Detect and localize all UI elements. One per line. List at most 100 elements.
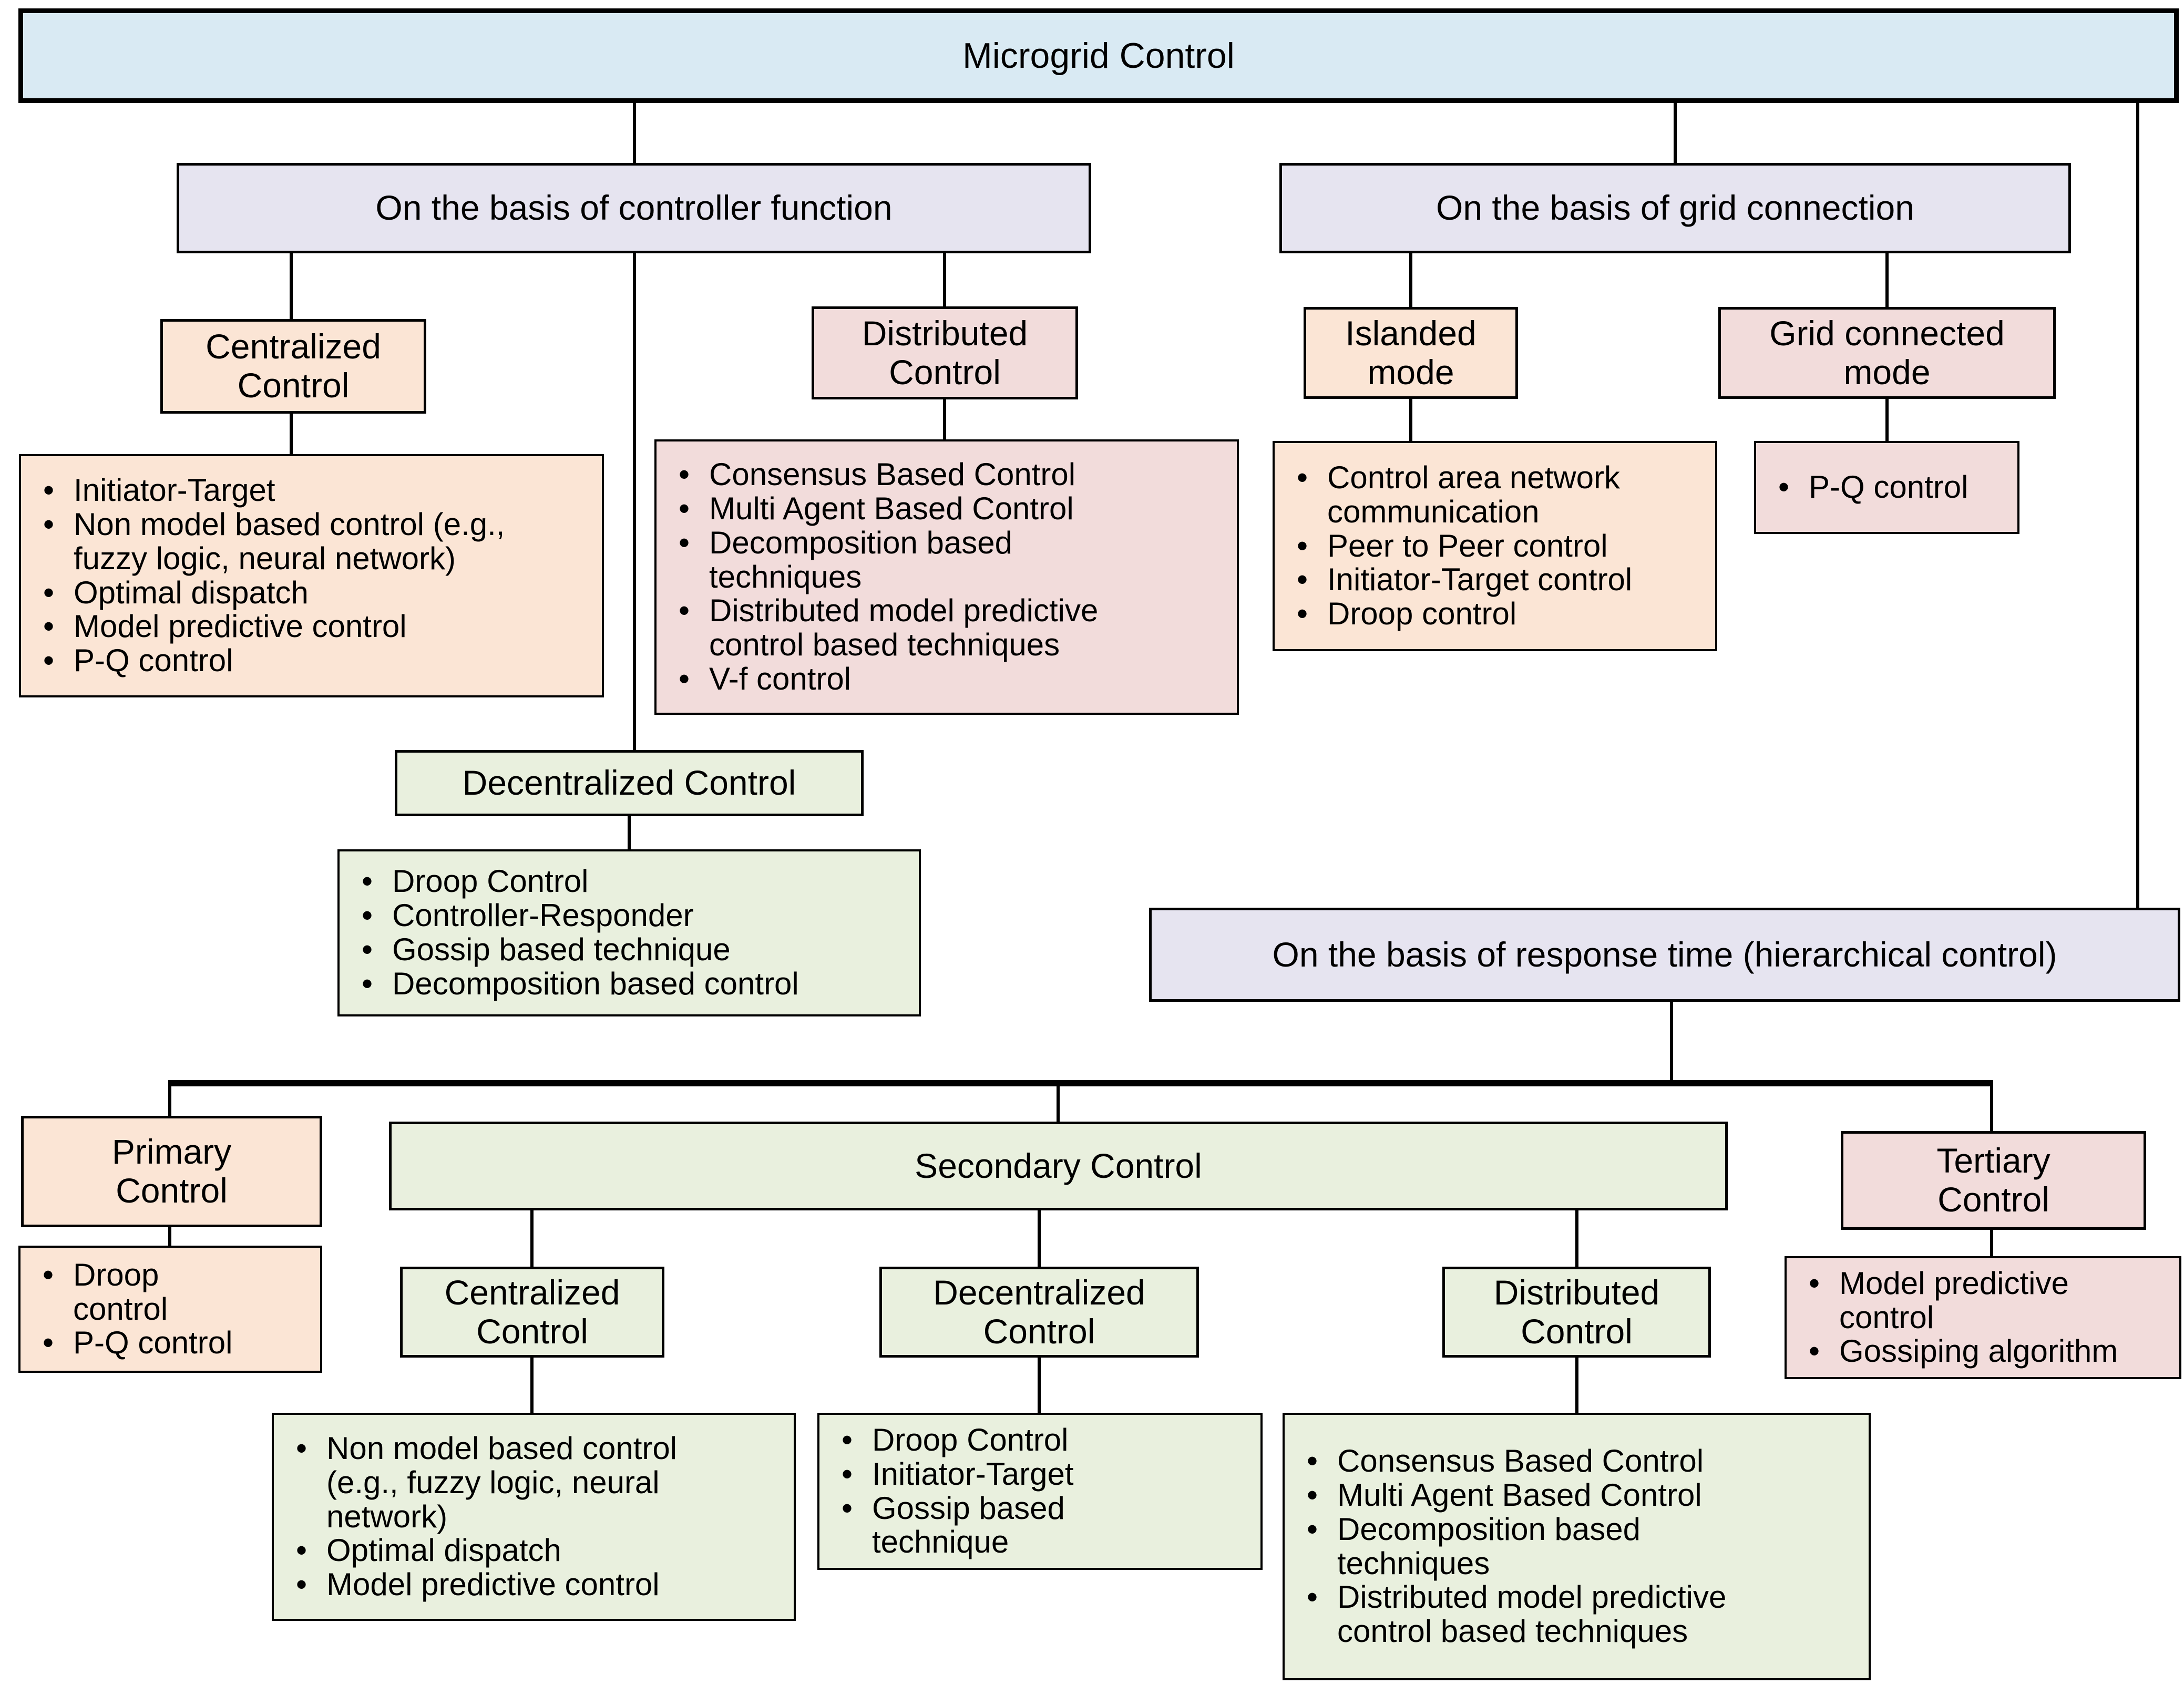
connector-line xyxy=(1885,399,1889,441)
list-secondary-distributed-methods: Consensus Based Control Multi Agent Base… xyxy=(1283,1413,1871,1680)
bullet-list: Droop Control Controller-Responder Gossi… xyxy=(340,861,919,1004)
branch-title: On the basis of controller function xyxy=(375,188,893,228)
list-item: Droop control xyxy=(1285,597,1705,631)
branch-grid-connection: On the basis of grid connection xyxy=(1279,163,2071,253)
bullet-list: Consensus Based Control Multi Agent Base… xyxy=(1285,1441,1869,1652)
node-title: Decentralized Control xyxy=(933,1272,1145,1351)
node-title: Centralized Control xyxy=(206,327,381,405)
connector-line xyxy=(1990,1230,1993,1256)
branch-title: On the basis of response time (hierarchi… xyxy=(1272,934,2057,974)
node-distributed-control: Distributed Control xyxy=(812,306,1078,399)
connector-line xyxy=(1409,253,1412,307)
list-item: P-Q control xyxy=(32,643,591,678)
list-primary-control-methods: Droop control P-Q control xyxy=(18,1246,322,1373)
node-title: Secondary Control xyxy=(915,1146,1202,1185)
node-grid-connected-mode: Grid connected mode xyxy=(1718,307,2056,399)
list-item: Decomposition based control xyxy=(350,967,908,1001)
bullet-list: Control area network communication Peer … xyxy=(1275,458,1715,634)
list-item: Droop Control xyxy=(350,865,908,899)
bullet-list: Droop control P-Q control xyxy=(20,1255,320,1363)
bullet-list: Model predictive control Gossiping algor… xyxy=(1787,1263,2179,1372)
list-item: Optimal dispatch xyxy=(284,1534,783,1568)
bullet-list: Initiator-Target Non model based control… xyxy=(21,470,602,681)
connector-line xyxy=(628,816,631,849)
list-item: Initiator-Target xyxy=(32,473,591,508)
connector-line xyxy=(530,1358,534,1413)
list-tertiary-control-methods: Model predictive control Gossiping algor… xyxy=(1785,1256,2181,1379)
list-secondary-centralized-methods: Non model based control (e.g., fuzzy log… xyxy=(272,1413,796,1621)
connector-line xyxy=(1057,1080,1060,1122)
list-item: Distributed model predictive control bas… xyxy=(1295,1580,1858,1649)
list-item: Optimal dispatch xyxy=(32,576,591,610)
node-title: Distributed Control xyxy=(1493,1272,1660,1351)
connector-line xyxy=(1575,1358,1578,1413)
connector-line xyxy=(633,253,636,750)
list-grid-connected-mode-methods: P-Q control xyxy=(1754,441,2019,534)
bullet-list: Consensus Based Control Multi Agent Base… xyxy=(657,455,1237,700)
node-islanded-mode: Islanded mode xyxy=(1304,307,1518,399)
list-item: Consensus Based Control xyxy=(667,457,1226,492)
list-item: Control area network communication xyxy=(1285,460,1705,529)
node-title: Centralized Control xyxy=(444,1272,620,1351)
list-item: Decomposition based techniques xyxy=(667,526,1226,594)
node-primary-control: Primary Control xyxy=(21,1116,322,1227)
connector-line xyxy=(1670,1002,1673,1083)
list-decentralized-control-methods: Droop Control Controller-Responder Gossi… xyxy=(337,849,921,1016)
list-item: Droop Control xyxy=(830,1423,1250,1457)
list-item: V-f control xyxy=(667,662,1226,696)
list-item: P-Q control xyxy=(1767,470,2007,505)
branch-response-time: On the basis of response time (hierarchi… xyxy=(1149,908,2180,1002)
node-secondary-decentralized-control: Decentralized Control xyxy=(879,1267,1199,1358)
node-title: Islanded mode xyxy=(1345,313,1476,392)
connector-line xyxy=(943,253,946,306)
connector-line xyxy=(943,399,946,439)
list-item: Distributed model predictive control bas… xyxy=(667,594,1226,662)
branch-controller-function: On the basis of controller function xyxy=(177,163,1091,253)
list-item: Non model based control (e.g., fuzzy log… xyxy=(32,507,591,576)
node-secondary-control: Secondary Control xyxy=(389,1122,1728,1210)
list-item: Initiator-Target xyxy=(830,1457,1250,1492)
list-item: Droop control xyxy=(31,1258,310,1327)
list-item: Model predictive control xyxy=(284,1567,783,1602)
list-item: Consensus Based Control xyxy=(1295,1444,1858,1478)
connector-line xyxy=(1885,253,1889,307)
node-tertiary-control: Tertiary Control xyxy=(1841,1131,2146,1230)
connector-line xyxy=(1674,103,1677,167)
connector-line xyxy=(290,414,293,454)
list-item: Decomposition based techniques xyxy=(1295,1512,1858,1581)
node-title: Decentralized Control xyxy=(462,763,796,803)
bullet-list: Non model based control (e.g., fuzzy log… xyxy=(274,1429,794,1605)
connector-line xyxy=(1409,399,1412,441)
node-title: Primary Control xyxy=(111,1132,232,1210)
list-item: Gossiping algorithm xyxy=(1797,1334,2169,1369)
connector-line xyxy=(1990,1080,1993,1131)
list-item: Model predictive control xyxy=(32,609,591,644)
connector-line xyxy=(290,253,293,319)
list-item: Non model based control (e.g., fuzzy log… xyxy=(284,1431,783,1534)
bullet-list: Droop Control Initiator-Target Gossip ba… xyxy=(819,1420,1260,1563)
connector-line xyxy=(1038,1358,1041,1413)
list-islanded-mode-methods: Control area network communication Peer … xyxy=(1273,441,1717,651)
node-title: Microgrid Control xyxy=(962,35,1235,76)
node-secondary-distributed-control: Distributed Control xyxy=(1442,1267,1711,1358)
connector-line xyxy=(1038,1210,1041,1267)
connector-line xyxy=(1575,1210,1578,1267)
list-item: Gossip based technique xyxy=(350,932,908,967)
node-title: Tertiary Control xyxy=(1936,1141,2050,1219)
list-item: Peer to Peer control xyxy=(1285,529,1705,563)
list-item: Multi Agent Based Control xyxy=(1295,1478,1858,1513)
list-item: Initiator-Target control xyxy=(1285,563,1705,597)
list-item: Multi Agent Based Control xyxy=(667,491,1226,526)
node-secondary-centralized-control: Centralized Control xyxy=(400,1267,664,1358)
connector-line xyxy=(168,1227,171,1246)
connector-line xyxy=(2136,103,2139,910)
connector-line xyxy=(530,1210,534,1267)
list-item: Model predictive control xyxy=(1797,1266,2169,1335)
connector-line xyxy=(168,1080,1993,1086)
node-decentralized-control: Decentralized Control xyxy=(395,750,864,816)
branch-title: On the basis of grid connection xyxy=(1436,188,1914,228)
list-item: Gossip based technique xyxy=(830,1491,1250,1560)
list-centralized-control-methods: Initiator-Target Non model based control… xyxy=(19,454,604,697)
node-title: Distributed Control xyxy=(862,313,1028,392)
